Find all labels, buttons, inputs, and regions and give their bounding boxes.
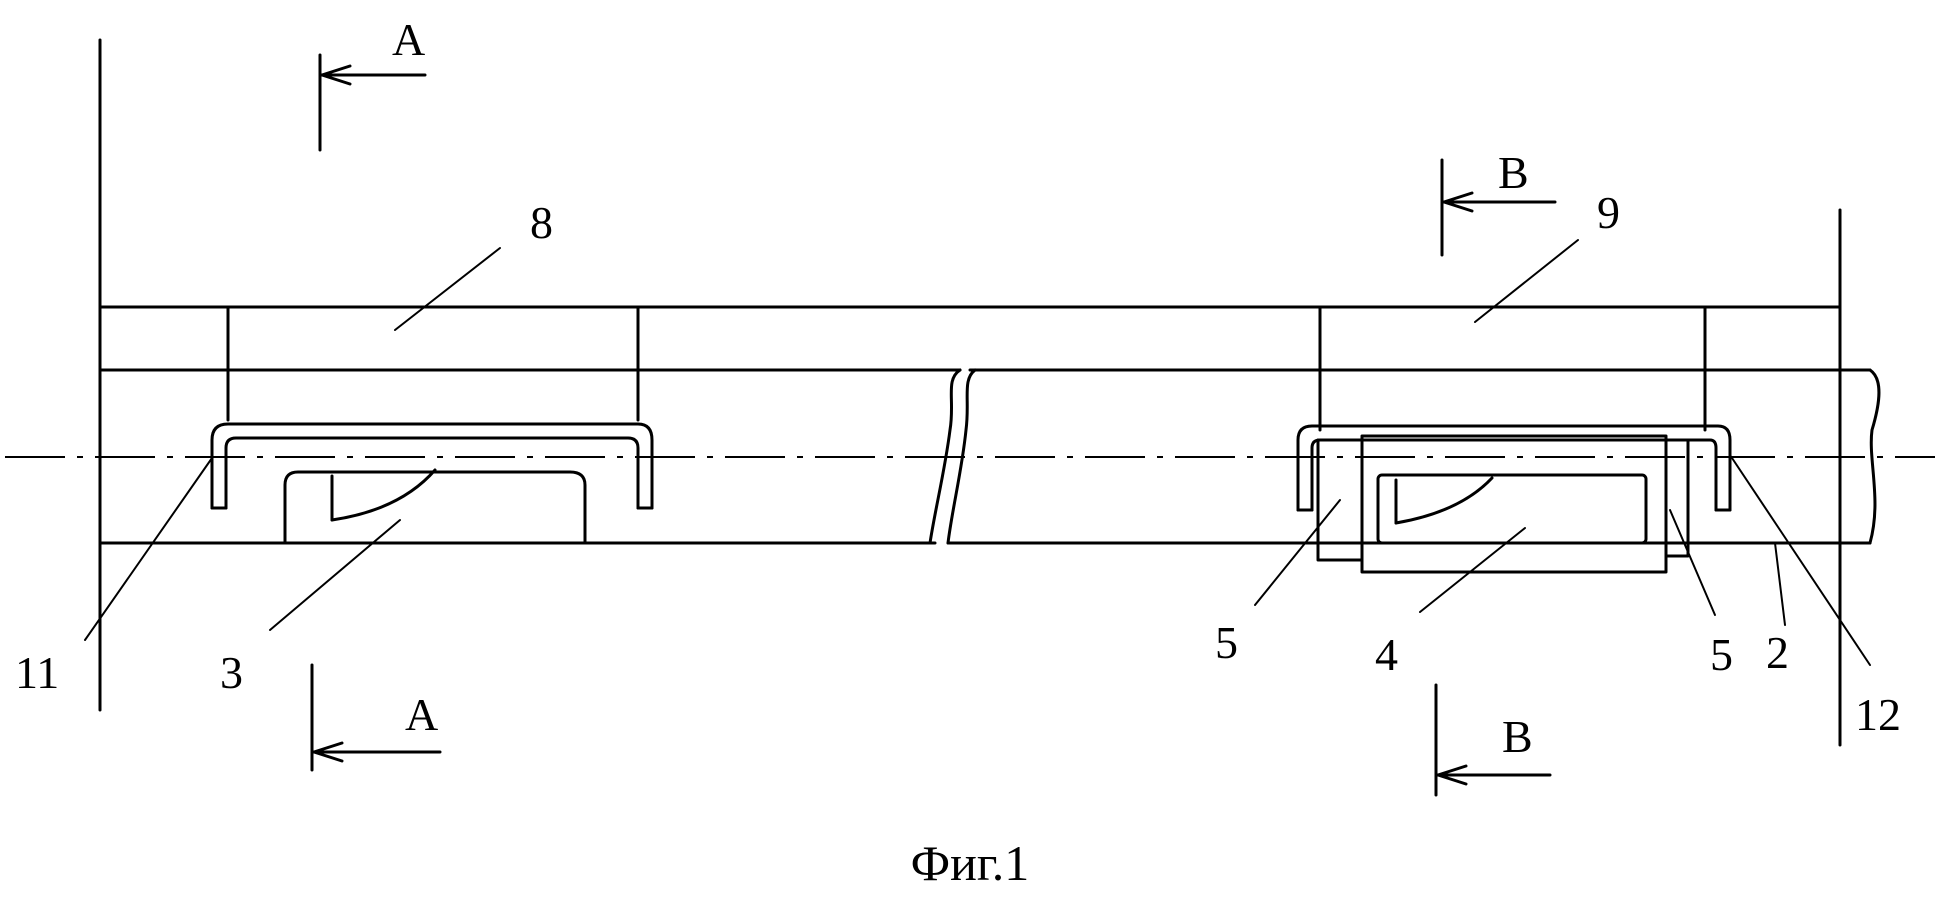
section-label-b-bottom: B bbox=[1502, 711, 1533, 762]
leader-lines bbox=[85, 240, 1870, 665]
section-label-a-bottom: A bbox=[405, 689, 438, 740]
label-9: 9 bbox=[1597, 187, 1620, 238]
section-marker-a-bottom: A bbox=[312, 665, 440, 770]
clamp-8 bbox=[212, 307, 652, 508]
component-3 bbox=[285, 470, 585, 543]
label-5-right: 5 bbox=[1710, 629, 1733, 680]
section-marker-b-bottom: B bbox=[1436, 685, 1550, 795]
section-label-a-top: A bbox=[392, 14, 425, 65]
label-3: 3 bbox=[220, 647, 243, 698]
section-label-b-top: B bbox=[1498, 147, 1529, 198]
section-marker-b-top: B bbox=[1442, 147, 1555, 255]
label-12: 12 bbox=[1855, 689, 1901, 740]
label-8: 8 bbox=[530, 197, 553, 248]
label-5-left: 5 bbox=[1215, 617, 1238, 668]
label-4: 4 bbox=[1375, 629, 1398, 680]
section-marker-a-top: A bbox=[320, 14, 425, 150]
figure-caption: Фиг.1 bbox=[911, 835, 1030, 891]
label-11: 11 bbox=[15, 647, 59, 698]
label-2: 2 bbox=[1766, 627, 1789, 678]
